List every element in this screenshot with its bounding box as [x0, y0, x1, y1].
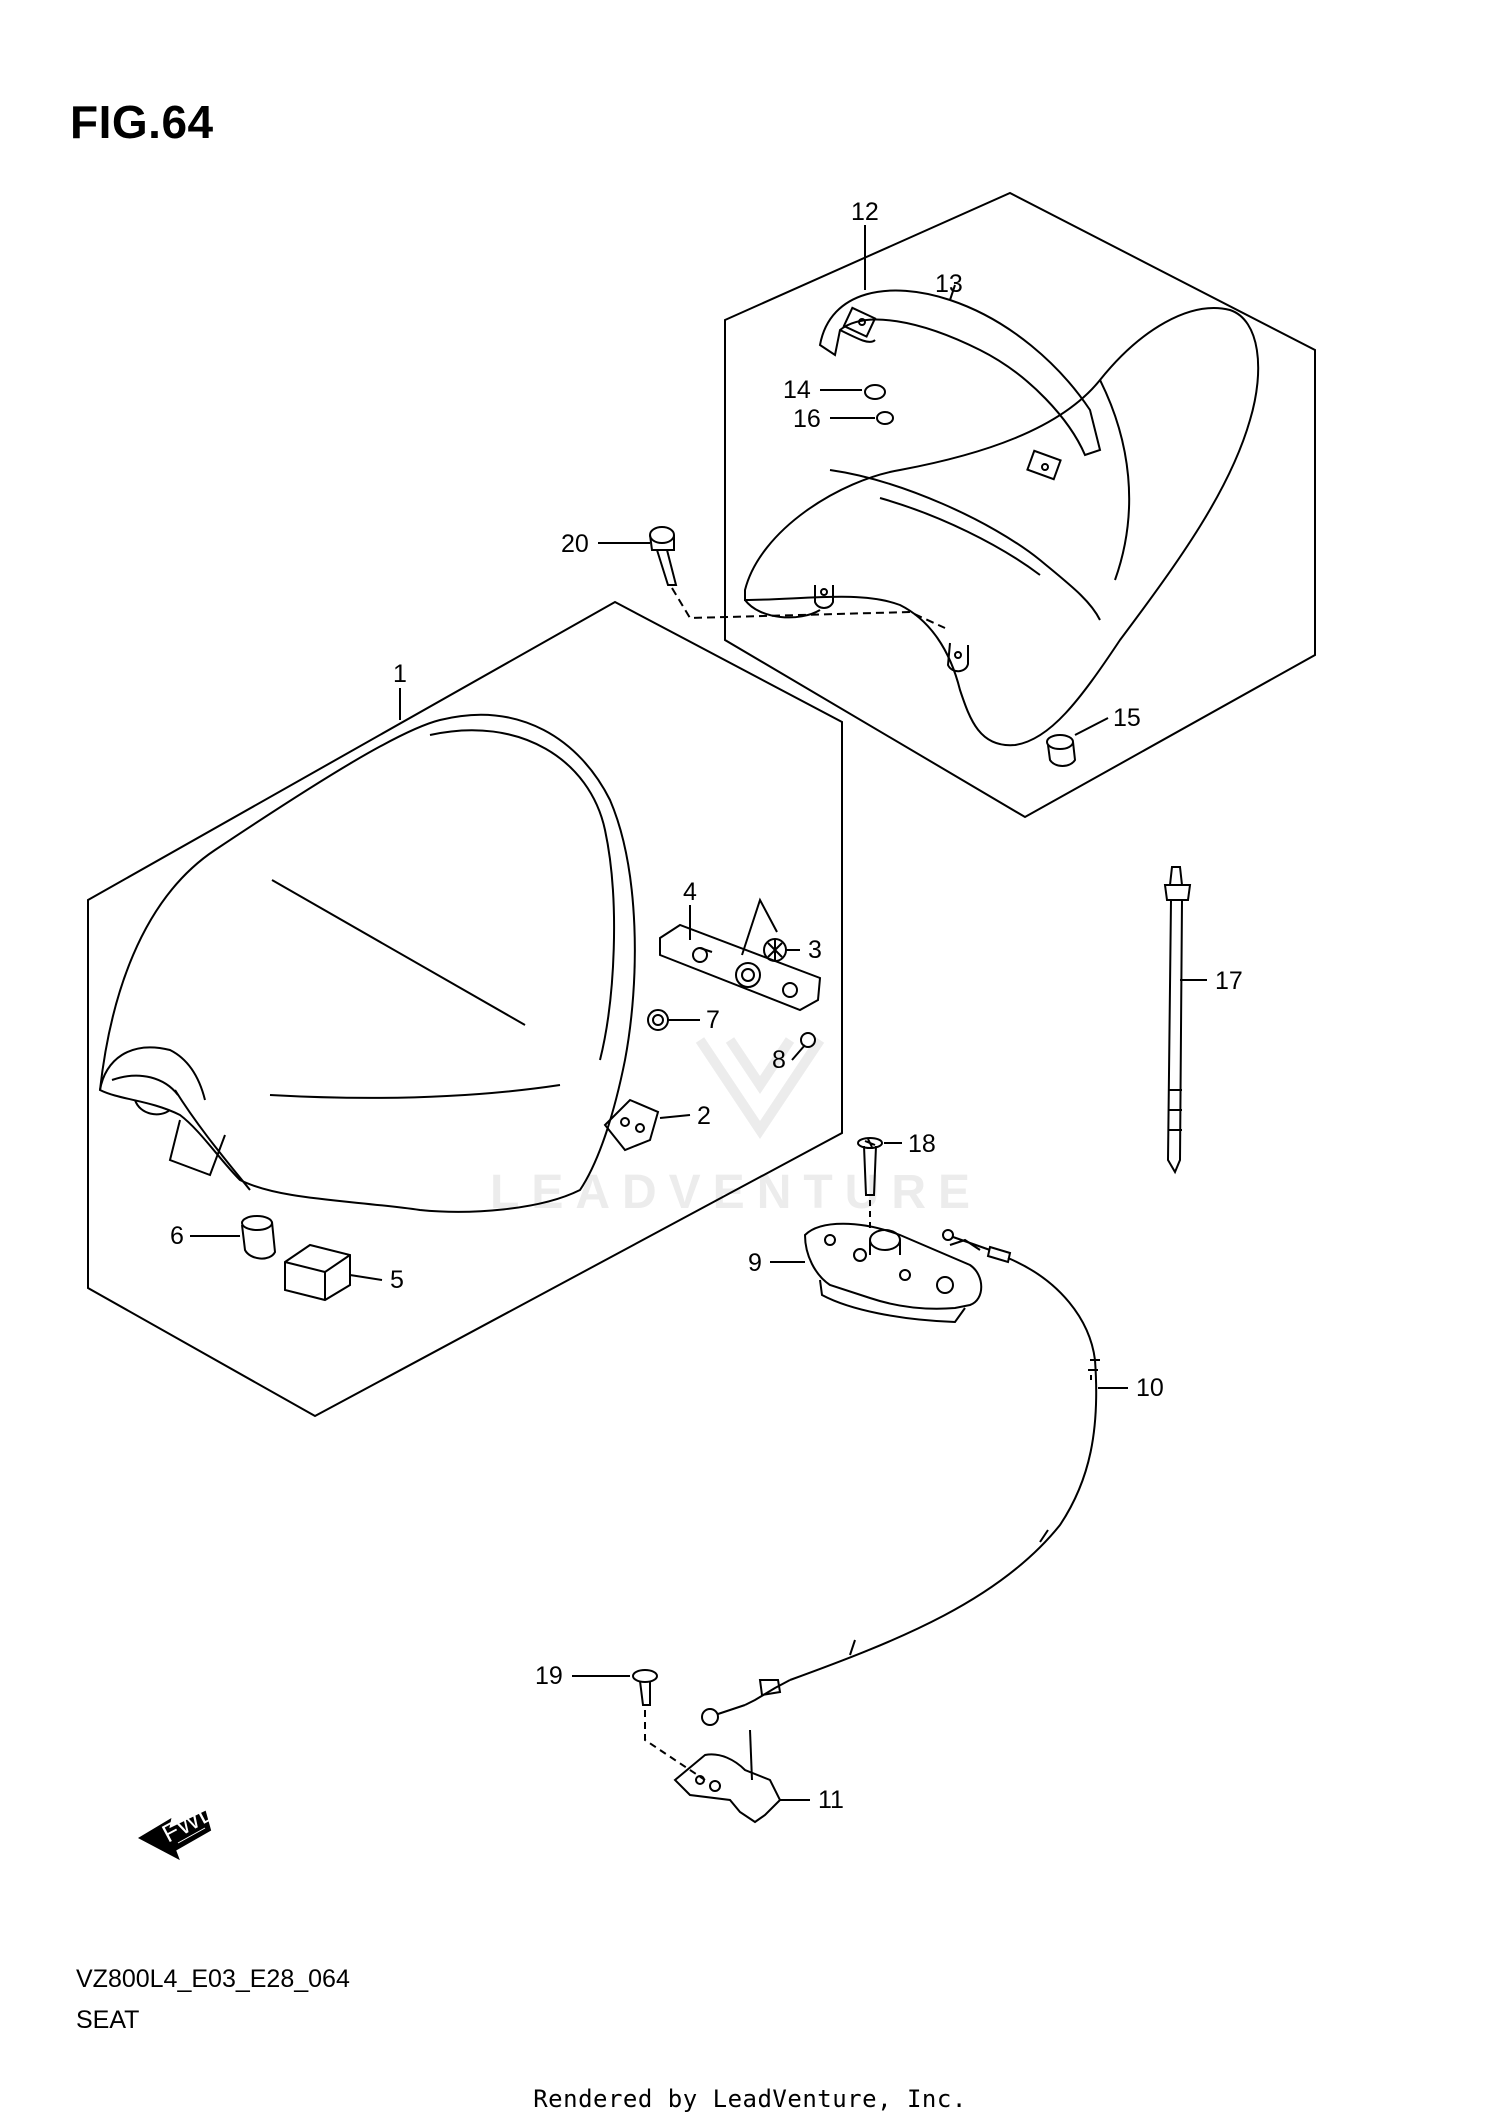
figure-title: FIG.64	[70, 96, 214, 148]
callout-10: 10	[1136, 1374, 1164, 1402]
diagram-subtitle: SEAT	[76, 2006, 140, 2034]
callout-4: 4	[683, 878, 697, 906]
callout-3: 3	[808, 936, 822, 964]
washer-part-14	[864, 384, 886, 400]
nut-part-16	[876, 411, 894, 425]
callout-labels: 1 2 3 4 5 6 7 8 9 10 11 12 13 14 15 16 1…	[170, 198, 1243, 1814]
fwd-arrow-icon: FWD	[137, 1797, 221, 1861]
bolt-part-20	[649, 526, 946, 629]
callout-2: 2	[697, 1102, 711, 1130]
callout-8: 8	[772, 1046, 786, 1074]
callout-11: 11	[818, 1786, 844, 1814]
pillion-group-box	[724, 191, 1316, 819]
bracket-part-4	[659, 923, 822, 1012]
callout-19: 19	[535, 1662, 563, 1690]
callout-16: 16	[793, 405, 821, 433]
pad-part-5	[284, 1243, 351, 1302]
screw-part-19	[632, 1669, 706, 1781]
callout-9: 9	[748, 1249, 762, 1277]
long-bolt-part-17	[1163, 866, 1192, 1175]
cable-part-10	[701, 1229, 1100, 1726]
callout-12: 12	[851, 198, 879, 226]
screw-part-18	[857, 1137, 883, 1230]
cushion-part-6	[241, 1215, 277, 1260]
pillion-seat	[744, 289, 1260, 747]
callout-20: 20	[561, 530, 589, 558]
callout-17: 17	[1215, 967, 1243, 995]
callout-14: 14	[783, 376, 811, 404]
callout-6: 6	[170, 1222, 184, 1250]
clip-part-2	[603, 1098, 660, 1152]
callout-13: 13	[935, 270, 963, 298]
nut-part-8	[800, 1032, 816, 1048]
watermark-logo	[695, 1037, 825, 1140]
callout-7: 7	[706, 1006, 720, 1034]
footer-credit: Rendered by LeadVenture, Inc.	[533, 2085, 967, 2113]
cushion-part-15	[1046, 734, 1077, 767]
callout-1: 1	[393, 660, 407, 688]
seat-lock-part-9	[803, 1222, 983, 1324]
callout-15: 15	[1113, 704, 1141, 732]
grommet-part-3	[763, 938, 787, 962]
callout-5: 5	[390, 1266, 404, 1294]
seat-group-box	[87, 600, 843, 1418]
latch-bracket-part-11	[673, 1729, 782, 1824]
main-seat	[98, 713, 636, 1213]
leader-lines	[190, 225, 1207, 1801]
diagram-code: VZ800L4_E03_E28_064	[76, 1965, 350, 1993]
grommet-part-7	[647, 1009, 669, 1031]
callout-18: 18	[908, 1130, 936, 1158]
